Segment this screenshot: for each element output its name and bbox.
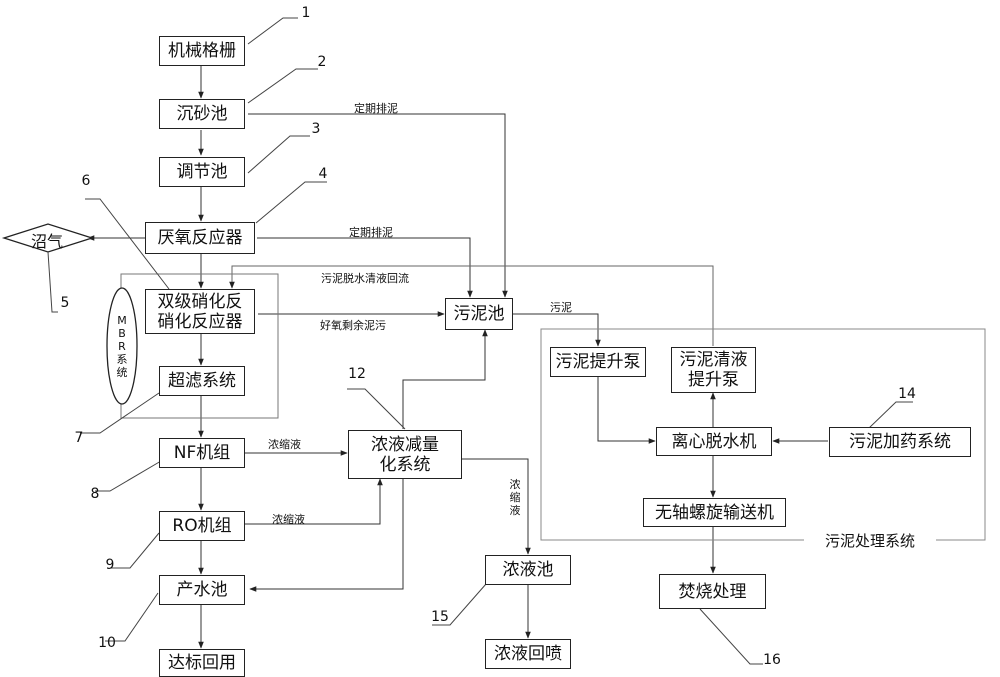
callout-number: 14 <box>898 386 916 402</box>
mbr-system-label: M B R 系 统 <box>115 314 129 379</box>
incineration-box: 焚烧处理 <box>659 574 766 609</box>
aerobic-excess-sludge-label: 好氧剩余泥污 <box>320 317 386 333</box>
concentrate-vertical-label: 浓 缩 液 <box>509 478 521 517</box>
sludge-label: 污泥 <box>550 299 572 315</box>
callout-number: 4 <box>319 166 328 182</box>
dosing-system-box: 污泥加药系统 <box>829 427 971 457</box>
callout-number: 6 <box>82 173 91 189</box>
sludge-tank-box: 污泥池 <box>445 298 513 330</box>
sludge-treatment-system-label: 污泥处理系统 <box>804 529 936 553</box>
callout-number: 5 <box>61 295 70 311</box>
centrifuge-box: 离心脱水机 <box>656 427 772 456</box>
nitrification-reactor-box: 双级硝化反 硝化反应器 <box>145 289 255 334</box>
callout-number: 8 <box>91 486 100 502</box>
biogas-label: 沼气 <box>31 228 63 252</box>
callout-number: 7 <box>75 430 84 446</box>
callout-number: 9 <box>106 557 115 573</box>
ro-unit-box: RO机组 <box>159 511 245 541</box>
callout-number: 12 <box>348 366 366 382</box>
ultrafiltration-box: 超滤系统 <box>159 366 245 396</box>
periodic-discharge-label-1: 定期排泥 <box>354 100 398 116</box>
callout-number: 3 <box>312 121 321 137</box>
clear-liquid-pump-box: 污泥清液 提升泵 <box>671 347 756 393</box>
nf-unit-box: NF机组 <box>159 438 245 468</box>
regulating-tank-box: 调节池 <box>159 157 245 187</box>
callout-number: 10 <box>98 635 116 651</box>
callout-number: 1 <box>302 5 311 21</box>
dewatering-return-label: 污泥脱水清液回流 <box>321 270 409 286</box>
screw-conveyor-box: 无轴螺旋输送机 <box>643 498 786 527</box>
periodic-discharge-label-2: 定期排泥 <box>349 224 393 240</box>
concentrate-reduction-box: 浓液减量 化系统 <box>348 430 462 479</box>
nf-concentrate-label: 浓缩液 <box>268 436 301 452</box>
concentrate-tank-box: 浓液池 <box>485 555 571 585</box>
ro-concentrate-label: 浓缩液 <box>272 511 305 527</box>
sludge-lift-pump-box: 污泥提升泵 <box>550 347 646 377</box>
product-water-tank-box: 产水池 <box>159 575 245 605</box>
anaerobic-reactor-box: 厌氧反应器 <box>145 222 255 254</box>
concentrate-spray-box: 浓液回喷 <box>485 639 571 669</box>
callout-number: 15 <box>431 609 449 625</box>
mechanical-grille-box: 机械格栅 <box>159 36 245 66</box>
grit-chamber-box: 沉砂池 <box>159 99 245 129</box>
callout-number: 16 <box>763 652 781 668</box>
reuse-box: 达标回用 <box>159 649 245 677</box>
callout-number: 2 <box>318 54 327 70</box>
